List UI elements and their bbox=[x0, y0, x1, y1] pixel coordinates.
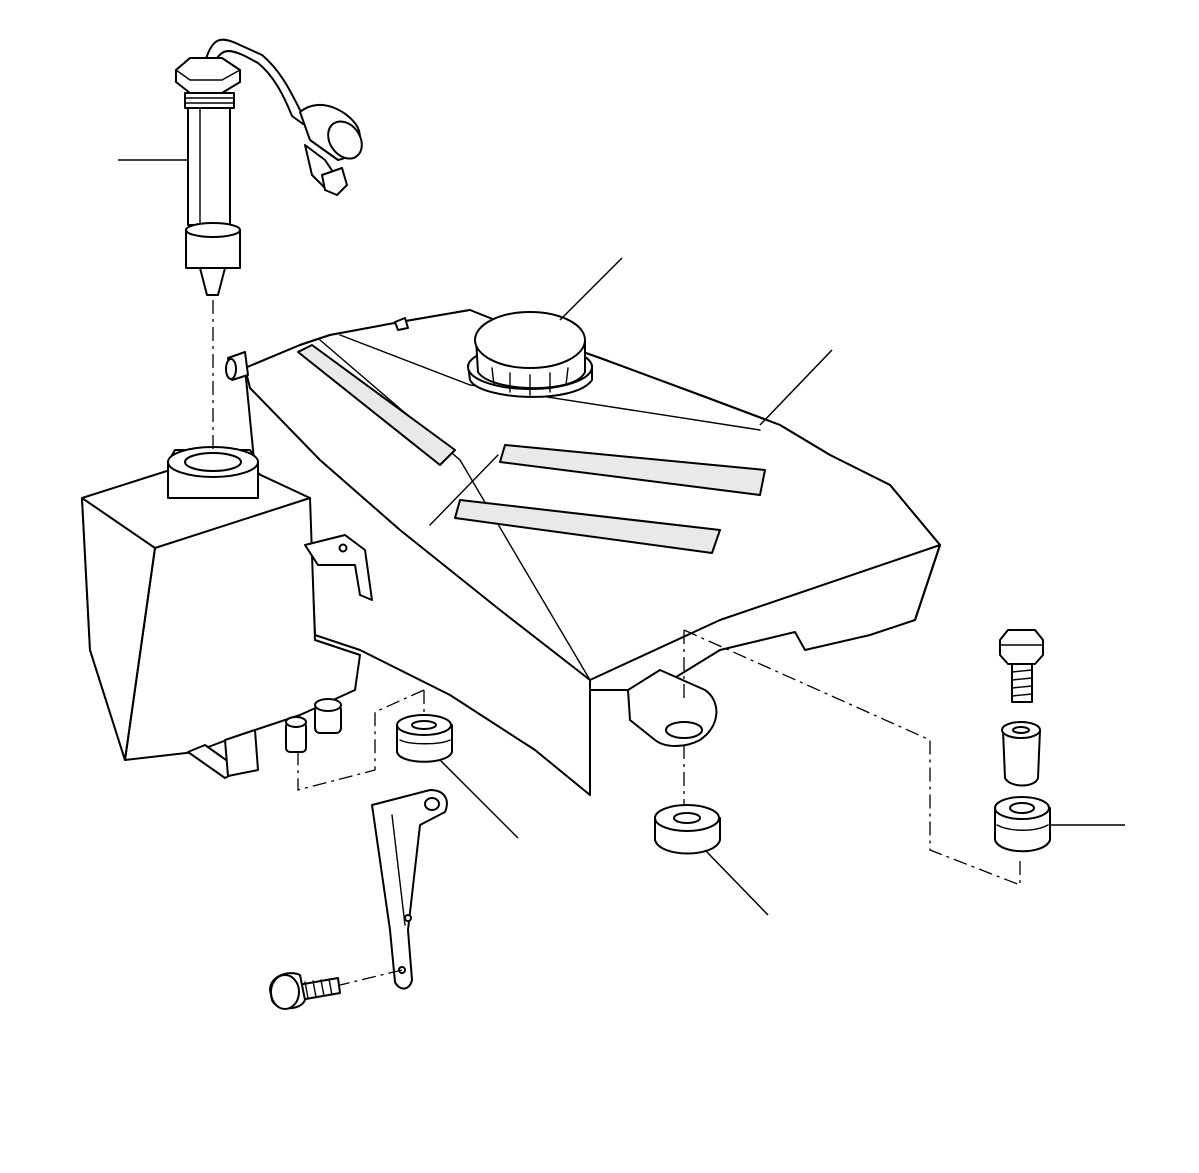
rubber-grommet-left[interactable] bbox=[396, 714, 453, 763]
filler-cap[interactable] bbox=[467, 311, 593, 398]
flange-bolt-bracket[interactable] bbox=[269, 972, 341, 1010]
assembly-centerlines bbox=[212, 300, 1021, 986]
mounting-bracket[interactable] bbox=[371, 789, 448, 990]
flange-bolt-right[interactable] bbox=[999, 629, 1044, 703]
leader-grommet-left bbox=[439, 759, 519, 839]
rubber-grommet-center[interactable] bbox=[654, 804, 721, 855]
tank-foot-tab bbox=[627, 669, 718, 747]
level-sensor[interactable] bbox=[175, 38, 369, 296]
tank-side-box bbox=[81, 446, 373, 779]
leader-grommet-center bbox=[704, 849, 769, 916]
rubber-grommet-right[interactable] bbox=[994, 796, 1051, 853]
leader-lines bbox=[118, 159, 1125, 916]
reservoir-tank bbox=[225, 309, 941, 796]
leader-filler-cap bbox=[559, 257, 623, 321]
spacer-sleeve[interactable] bbox=[1001, 721, 1041, 787]
leader-reservoir-tank bbox=[759, 349, 833, 426]
